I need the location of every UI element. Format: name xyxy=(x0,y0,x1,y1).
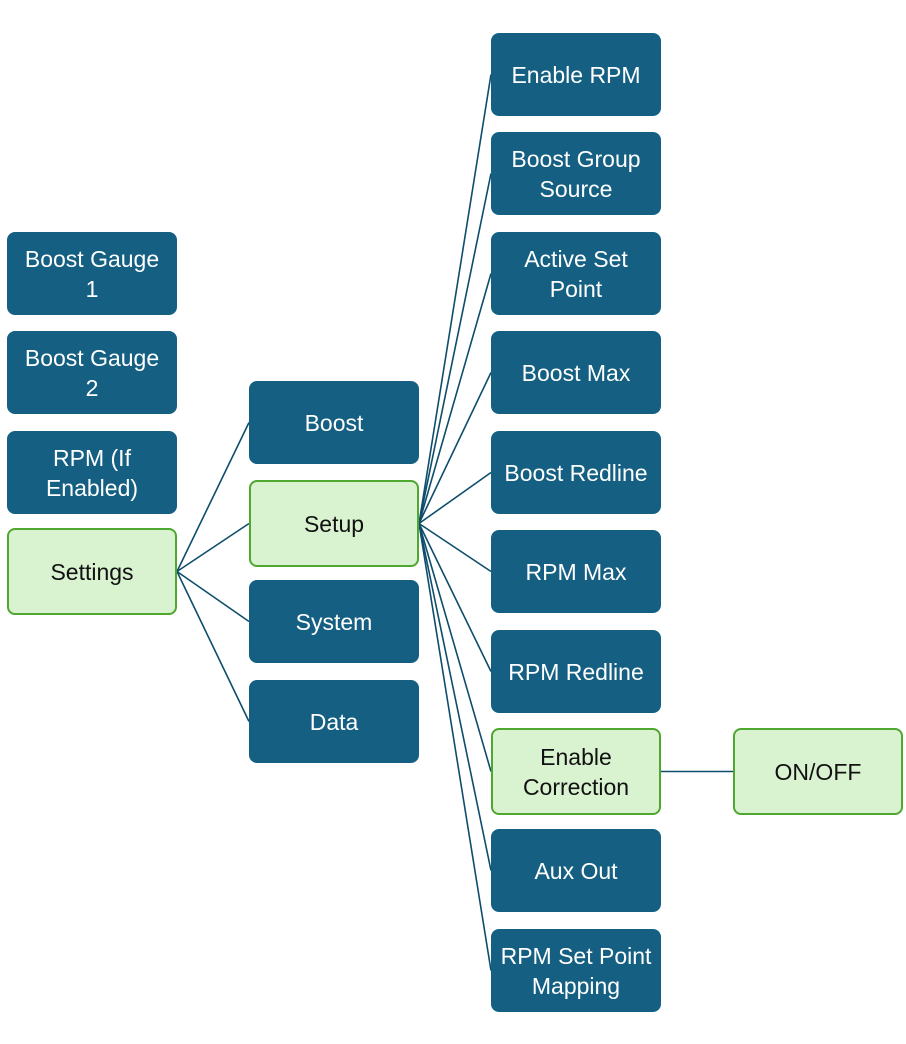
node-label-line: Setup xyxy=(303,510,365,537)
node-label-line: Aux Out xyxy=(534,857,618,884)
connector-settings-to-system xyxy=(176,570,250,623)
node-label: Settings xyxy=(50,557,133,587)
node-label-line: Boost Max xyxy=(521,359,631,386)
node-label-line: Boost xyxy=(304,409,364,436)
node-rpm-max: RPM Max xyxy=(491,530,661,613)
node-boost-gauge-2: Boost Gauge 2 xyxy=(7,331,177,414)
node-label-line: Point xyxy=(549,275,603,302)
connector-setup-to-active-set-point xyxy=(418,273,492,524)
connector-setup-to-rpm-max xyxy=(418,522,492,573)
node-label: Boost Max xyxy=(522,358,631,388)
connector-setup-to-rpm-set-point-mapping xyxy=(418,523,492,971)
connector-setup-to-boost-group-source xyxy=(418,173,492,524)
connector-setup-to-aux-out xyxy=(418,523,492,871)
node-on-off: ON/OFF xyxy=(733,728,903,815)
connector-setup-to-enable-rpm xyxy=(418,74,492,524)
node-setup: Setup xyxy=(249,480,419,567)
node-label-line: System xyxy=(295,608,373,635)
node-label-line: Mapping xyxy=(531,972,621,999)
connector-setup-to-boost-max xyxy=(418,372,492,524)
node-label: RPM Redline xyxy=(508,657,644,687)
node-rpm-redline: RPM Redline xyxy=(491,630,661,713)
connector-setup-to-rpm-redline xyxy=(418,523,492,672)
node-label: Setup xyxy=(304,509,364,539)
node-system: System xyxy=(249,580,419,663)
node-label-line: Boost Gauge xyxy=(24,245,160,272)
node-label-line: ON/OFF xyxy=(774,758,862,785)
node-label: Boost xyxy=(305,408,364,438)
node-label-line: RPM Max xyxy=(525,558,627,585)
node-label-line: RPM (If xyxy=(53,444,131,471)
node-data: Data xyxy=(249,680,419,763)
node-boost-max: Boost Max xyxy=(491,331,661,414)
node-label-line: Correction xyxy=(522,773,630,800)
node-label: Enable RPM xyxy=(511,60,640,90)
connector-settings-to-data xyxy=(176,571,250,722)
node-label-line: 2 xyxy=(85,374,99,401)
node-label-line: Data xyxy=(309,708,359,735)
node-label-line: Enable xyxy=(540,743,612,770)
node-label-line: Source xyxy=(539,175,613,202)
node-label: System xyxy=(296,607,373,637)
node-label: Boost Gauge 1 xyxy=(25,244,159,304)
node-aux-out: Aux Out xyxy=(491,829,661,912)
node-label: RPM Max xyxy=(526,557,627,587)
connector-setup-to-boost-redline xyxy=(418,471,492,525)
node-label-line: RPM Set Point xyxy=(500,942,652,969)
node-boost-redline: Boost Redline xyxy=(491,431,661,514)
node-label: Aux Out xyxy=(534,856,617,886)
node-label: Boost Gauge 2 xyxy=(25,343,159,403)
node-label-line: Enabled) xyxy=(45,474,139,501)
node-boost-gauge-1: Boost Gauge 1 xyxy=(7,232,177,315)
node-label-line: RPM Redline xyxy=(508,658,644,685)
node-label-line: Settings xyxy=(50,558,134,585)
node-label-line: Enable RPM xyxy=(511,61,641,88)
node-label: Boost Redline xyxy=(504,458,647,488)
node-label: ON/OFF xyxy=(775,757,862,787)
node-enable-rpm: Enable RPM xyxy=(491,33,661,116)
node-label-line: Boost Gauge xyxy=(24,344,160,371)
node-label-line: Boost Group xyxy=(511,145,641,172)
connector-settings-to-boost xyxy=(176,422,250,572)
node-label: Data xyxy=(310,707,359,737)
node-label-line: 1 xyxy=(85,275,99,302)
node-boost: Boost xyxy=(249,381,419,464)
node-settings: Settings xyxy=(7,528,177,615)
connector-setup-to-enable-correction xyxy=(418,523,492,772)
connector-settings-to-setup xyxy=(176,522,250,573)
node-label-line: Active Set xyxy=(524,245,628,272)
node-label-line: Boost Redline xyxy=(504,459,648,486)
